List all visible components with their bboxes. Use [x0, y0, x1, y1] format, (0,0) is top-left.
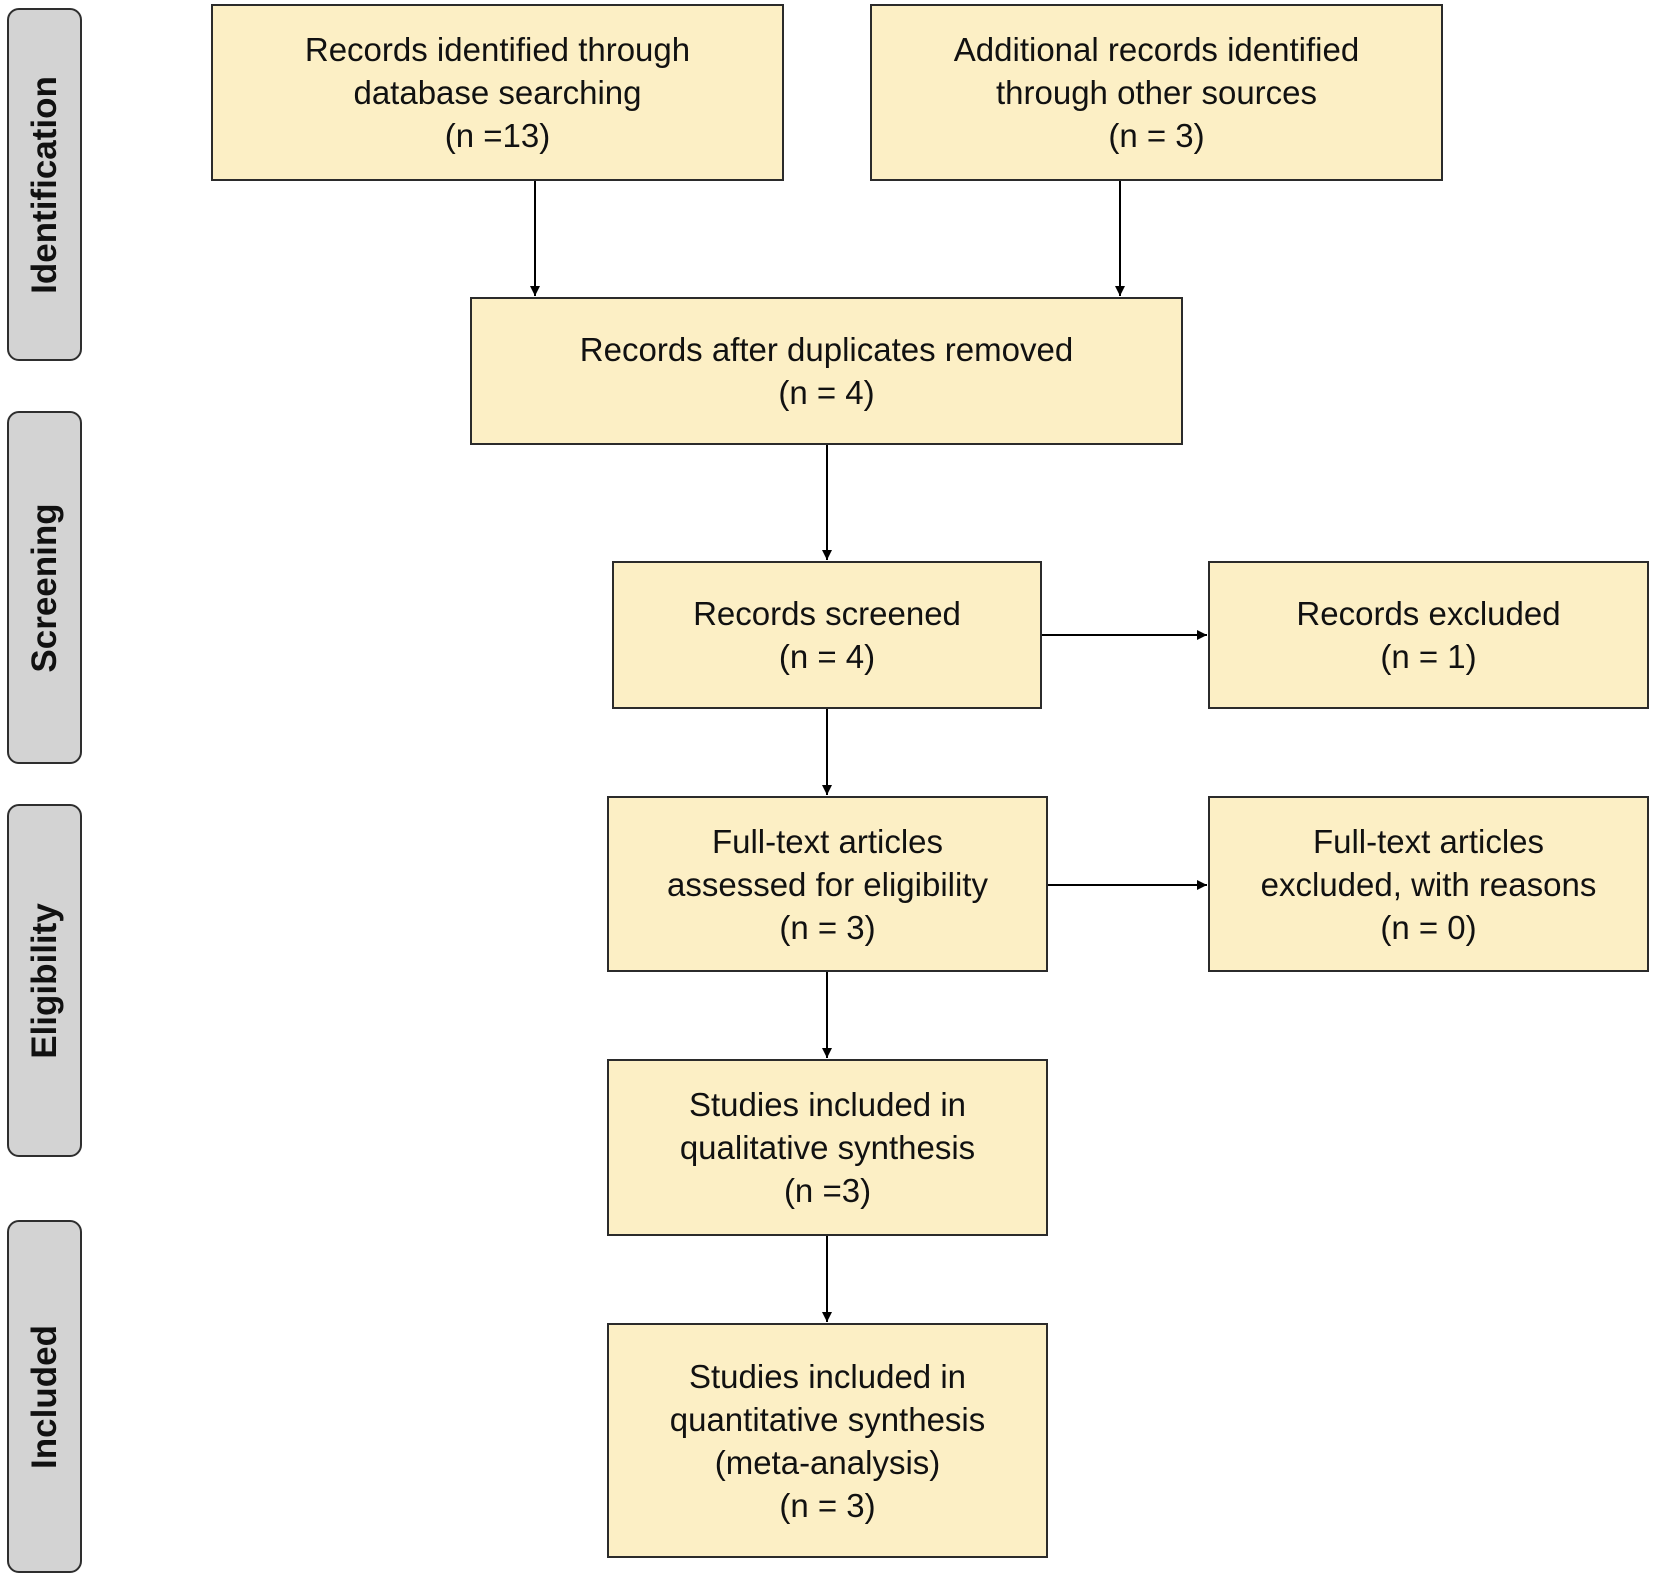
box-records-screened: Records screened (n = 4): [612, 561, 1042, 709]
box-line: Full-text articles: [711, 822, 944, 860]
box-line: excluded, with reasons: [1260, 865, 1597, 903]
box-line: Additional records identified: [953, 31, 1360, 68]
box-count: (n = 3): [779, 908, 876, 946]
box-records-excluded: Records excluded (n = 1): [1208, 561, 1649, 709]
phase-identification: Identification: [7, 8, 82, 361]
box-count: (n = 4): [778, 374, 875, 411]
box-count: (n = 1): [1380, 638, 1477, 675]
box-line: (meta-analysis): [714, 1443, 941, 1481]
box-database-records: Records identified through database sear…: [211, 4, 784, 181]
box-line: database searching: [353, 74, 642, 111]
box-line: Studies included in: [688, 1086, 967, 1123]
box-count: (n = 3): [1108, 117, 1205, 154]
box-line: qualitative synthesis: [679, 1129, 976, 1166]
box-line: Studies included in: [688, 1357, 967, 1395]
box-line: Full-text articles: [1312, 822, 1545, 860]
box-count: (n =13): [444, 117, 551, 154]
box-quantitative-synthesis: Studies included in quantitative synthes…: [607, 1323, 1048, 1558]
box-qualitative-synthesis: Studies included in qualitative synthesi…: [607, 1059, 1048, 1236]
box-count: (n = 4): [778, 638, 876, 675]
phase-included: Included: [7, 1220, 82, 1573]
box-line: assessed for eligibility: [667, 865, 988, 903]
box-count: (n =3): [783, 1172, 872, 1209]
box-count: (n = 3): [779, 1486, 876, 1524]
phase-screening: Screening: [7, 411, 82, 764]
box-line: Records excluded: [1296, 595, 1561, 632]
box-line: Records screened: [693, 595, 961, 632]
box-line: Records identified through: [304, 31, 691, 68]
box-fulltext-excluded: Full-text articles excluded, with reason…: [1208, 796, 1649, 972]
phase-eligibility: Eligibility: [7, 804, 82, 1157]
box-after-duplicates: Records after duplicates removed (n = 4): [470, 297, 1183, 445]
box-other-sources-records: Additional records identified through ot…: [870, 4, 1443, 181]
box-line: quantitative synthesis: [669, 1400, 986, 1438]
box-line: Records after duplicates removed: [579, 331, 1074, 368]
box-line: through other sources: [995, 74, 1318, 111]
box-count: (n = 0): [1380, 908, 1477, 946]
box-fulltext-assessed: Full-text articles assessed for eligibil…: [607, 796, 1048, 972]
